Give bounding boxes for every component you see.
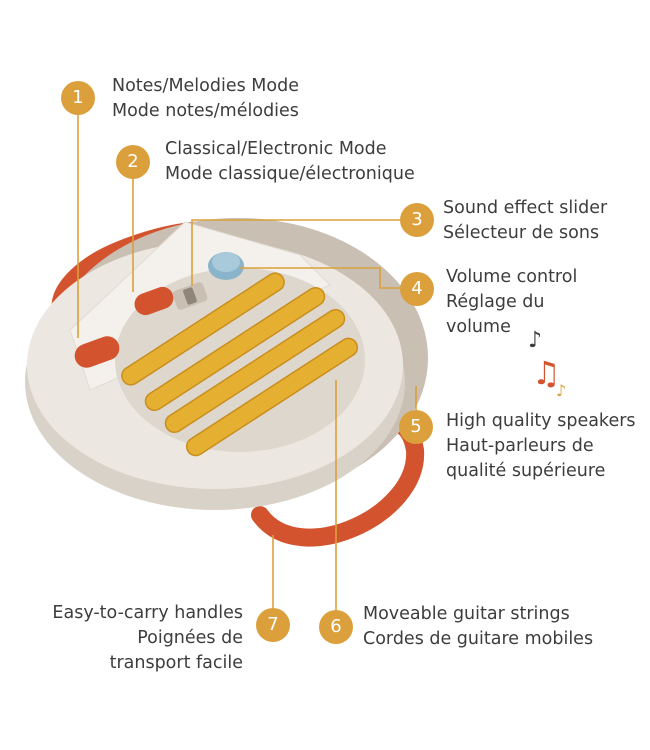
callout-badge-3: 3 <box>400 203 434 237</box>
notes-melodies-button[interactable] <box>71 333 122 371</box>
callout-label-4: Volume control Réglage du volume <box>446 265 577 340</box>
callout-label-1: Notes/Melodies Mode Mode notes/mélodies <box>112 74 299 124</box>
svg-text:♪: ♪ <box>556 381 566 400</box>
svg-text:♪: ♪ <box>528 328 542 353</box>
callout-badge-7: 7 <box>256 608 290 642</box>
callout-label-3: Sound effect slider Sélecteur de sons <box>443 196 607 246</box>
slider-knob[interactable] <box>183 287 198 305</box>
callout-5-line-1: High quality speakers <box>446 411 636 431</box>
callout-3-line-fr: Sélecteur de sons <box>443 223 600 243</box>
callout-label-6: Moveable guitar strings Cordes de guitar… <box>363 602 593 652</box>
callout-4-line-2: Réglage du <box>446 292 545 312</box>
svg-text:♫: ♫ <box>532 354 561 392</box>
callout-badge-6: 6 <box>319 610 353 644</box>
music-notes-icon: ♪ ♫ ♪ <box>528 328 566 400</box>
volume-knob-top <box>212 252 240 272</box>
callout-badge-5: 5 <box>399 410 433 444</box>
callout-6-line-fr: Cordes de guitare mobiles <box>363 629 594 649</box>
callout-7-line-1: Easy-to-carry handles <box>52 603 243 623</box>
callout-2-line-fr: Mode classique/électronique <box>165 164 415 184</box>
guitar-strings[interactable] <box>118 270 360 459</box>
callout-badge-4: 4 <box>400 272 434 306</box>
callout-5-line-2: Haut-parleurs de <box>446 436 594 456</box>
callout-label-5: High quality speakers Haut-parleurs de q… <box>446 409 636 484</box>
callout-5-line-3: qualité supérieure <box>446 461 606 481</box>
classical-electronic-button[interactable] <box>131 284 176 318</box>
callout-leader-lines <box>77 114 417 610</box>
callout-label-2: Classical/Electronic Mode Mode classique… <box>165 137 415 187</box>
callout-7-line-3: transport facile <box>109 653 243 673</box>
callout-label-7: Easy-to-carry handles Poignées de transp… <box>52 601 243 676</box>
callout-7-line-2: Poignées de <box>137 628 243 648</box>
callout-badge-1: 1 <box>61 81 95 115</box>
callout-2-line-en: Classical/Electronic Mode <box>165 139 387 159</box>
callout-3-line-en: Sound effect slider <box>443 198 608 218</box>
callout-1-line-en: Notes/Melodies Mode <box>112 76 299 96</box>
callout-4-line-3: volume <box>446 317 511 337</box>
callout-6-line-en: Moveable guitar strings <box>363 604 570 624</box>
callout-4-line-1: Volume control <box>446 267 578 287</box>
callout-1-line-fr: Mode notes/mélodies <box>112 101 299 121</box>
callout-badge-2: 2 <box>116 145 150 179</box>
